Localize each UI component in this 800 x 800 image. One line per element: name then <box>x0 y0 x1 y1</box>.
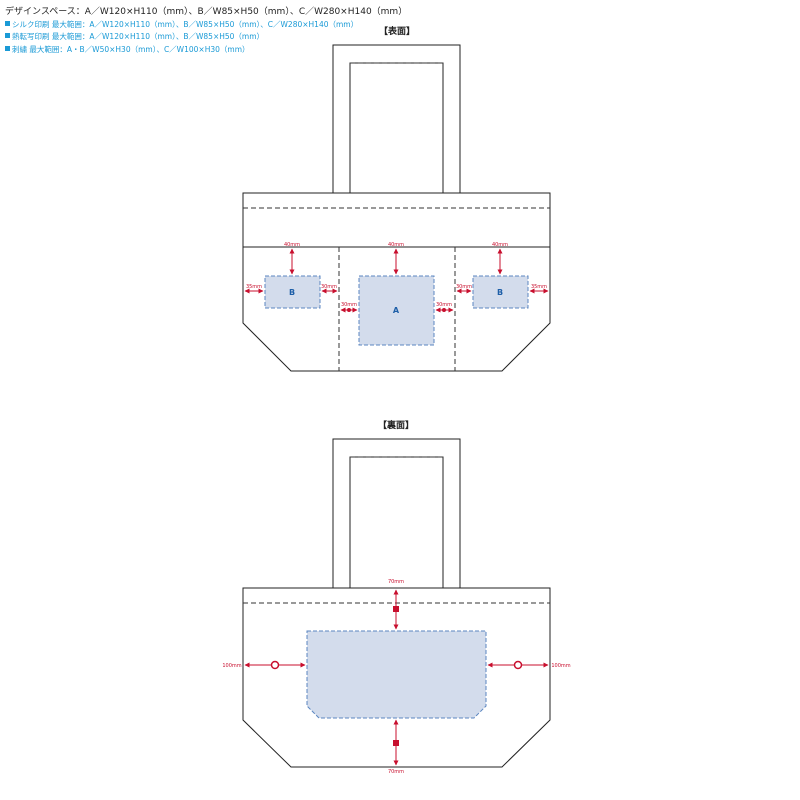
front-handle <box>332 44 461 193</box>
dimension-dot-icon <box>442 308 446 312</box>
dim-b-inner-right: 30mm <box>456 284 472 290</box>
square-bullet-icon <box>5 45 10 51</box>
back-body <box>242 587 551 768</box>
area-label-a: A <box>393 306 400 315</box>
dimension-ring-icon <box>270 660 280 670</box>
area-label-b-left: B <box>289 288 295 297</box>
dim-side-right: 35mm <box>531 284 547 290</box>
spec-heat-transfer: 熱転写印刷 最大範囲：A／W120×H110（mm）、B／W85×H50（mm） <box>5 31 407 44</box>
dim-back-top: 70mm <box>388 579 404 585</box>
front-heading: 【表面】 <box>379 25 415 37</box>
spec-silk-text: シルク印刷 最大範囲：A／W120×H110（mm）、B／W85×H50（mm）… <box>12 19 359 29</box>
spec-block: デザインスペース：A／W120×H110（mm）、B／W85×H50（mm）、C… <box>5 6 407 56</box>
dimension-dot-icon <box>347 308 351 312</box>
dim-top-right: 40mm <box>492 242 508 248</box>
front-dashed-lines <box>243 62 550 371</box>
spec-embroidery: 刺繍 最大範囲：A・B／W50×H30（mm）、C／W100×H30（mm） <box>5 44 407 57</box>
design-space-title: デザインスペース：A／W120×H110（mm）、B／W85×H50（mm）、C… <box>5 7 408 17</box>
spec-silk: シルク印刷 最大範囲：A／W120×H110（mm）、B／W85×H50（mm）… <box>5 19 407 32</box>
dim-back-left: 100mm <box>222 663 241 669</box>
dim-side-left: 35mm <box>246 284 262 290</box>
front-bag <box>242 44 551 372</box>
area-label-b-right: B <box>497 288 503 297</box>
print-area-b-right <box>472 275 529 309</box>
back-bag <box>242 438 551 768</box>
dimension-square-icon <box>393 740 399 746</box>
front-dimension-lines <box>244 248 549 313</box>
dim-top-center: 40mm <box>388 242 404 248</box>
dim-a-left: 30mm <box>341 302 357 308</box>
print-area-a <box>358 275 435 346</box>
front-body <box>242 192 551 372</box>
spec-embroidery-text: 刺繍 最大範囲：A・B／W50×H30（mm）、C／W100×H30（mm） <box>12 44 250 54</box>
spec-heat-transfer-text: 熱転写印刷 最大範囲：A／W120×H110（mm）、B／W85×H50（mm） <box>12 32 265 41</box>
dimension-ring-icon <box>513 660 523 670</box>
back-heading: 【裏面】 <box>378 419 414 431</box>
dim-top-left: 40mm <box>284 242 300 248</box>
back-handle <box>332 438 461 588</box>
front-handle-inner <box>349 62 444 193</box>
dim-back-bottom: 70mm <box>388 769 404 775</box>
square-bullet-icon <box>5 20 10 26</box>
dim-b-inner-left: 30mm <box>321 284 337 290</box>
print-area-c <box>306 630 487 719</box>
back-handle-inner <box>349 456 444 588</box>
dim-a-right: 30mm <box>436 302 452 308</box>
square-bullet-icon <box>5 33 10 38</box>
dimension-square-icon <box>393 606 399 612</box>
print-area-b-left <box>264 275 321 309</box>
dim-back-right: 100mm <box>551 663 570 669</box>
